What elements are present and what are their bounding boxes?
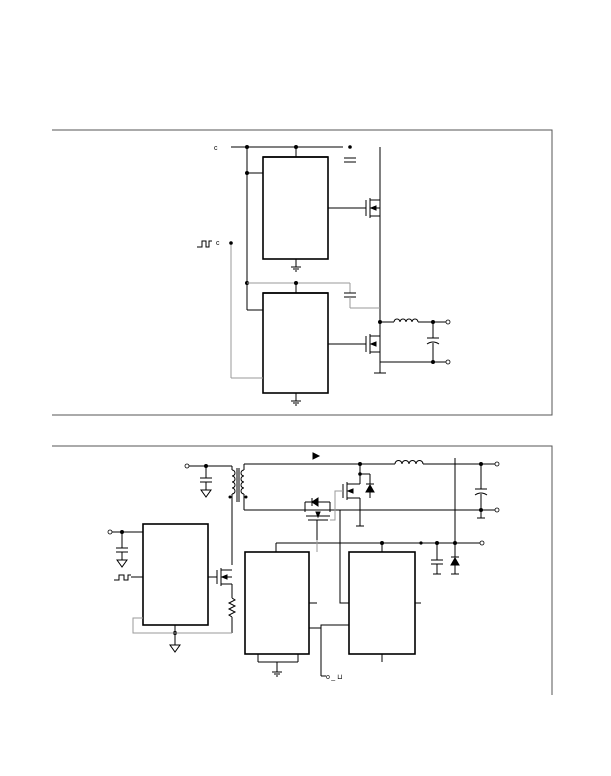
lower-driver-ic (262, 292, 329, 394)
ground-terminal (445, 359, 451, 365)
junction-dot (348, 145, 352, 149)
schottky-diode-icon (365, 483, 375, 493)
top-pwm-input-label: c (216, 240, 220, 247)
output-terminal (445, 319, 451, 325)
wire (132, 617, 229, 634)
wire (330, 490, 343, 521)
figure-top-synchronous-buck: c c (52, 129, 553, 416)
ground-triangle-icon (169, 644, 181, 653)
figure-bottom-isolated-driver: o _ ⊔ (52, 445, 553, 695)
enable-label: o _ ⊔ (326, 674, 343, 681)
zener-diode-icon (450, 556, 460, 566)
sense-resistor (227, 597, 237, 618)
diode-icon (311, 497, 319, 507)
junction-dot (431, 360, 435, 364)
secondary-winding (240, 469, 245, 495)
ground-symbol (291, 400, 301, 406)
output-inductor (393, 318, 419, 323)
pulse-waveform-icon (197, 240, 212, 248)
junction-dot (419, 541, 423, 545)
gate-drive-transformer (228, 468, 248, 502)
primary-switch-mosfet (216, 568, 232, 586)
figure-bottom-frame (52, 445, 553, 695)
output-terminal (494, 461, 500, 467)
polarity-dot (228, 495, 232, 499)
capacitor-plate-curved (474, 492, 488, 496)
vcc-terminal (107, 529, 113, 535)
input-terminal (184, 463, 190, 469)
high-side-mosfet (365, 198, 380, 218)
arrow-icon (312, 452, 321, 460)
capacitor-plate-curved (426, 341, 440, 345)
mosfet-arrow (369, 341, 377, 347)
ground-symbol (272, 671, 282, 677)
top-supply-label: c (214, 145, 218, 152)
mosfet-arrow (315, 511, 321, 519)
ground-triangle-icon (200, 489, 212, 498)
aux-terminal (479, 540, 485, 546)
catch-rectifier-mosfet (304, 497, 331, 540)
pwm-controller-ic (142, 523, 209, 626)
wire (320, 624, 349, 628)
primary-winding (231, 469, 236, 495)
junction-dot (245, 171, 249, 175)
pulse-waveform-icon (114, 574, 131, 581)
wire (339, 510, 349, 604)
ground-triangle-icon (116, 559, 128, 568)
junction-dot (229, 241, 233, 245)
secondary-controller-ic-1 (244, 551, 310, 655)
ground-symbol (291, 266, 301, 272)
return-terminal (494, 507, 500, 513)
output-inductor (394, 460, 424, 465)
secondary-controller-ic-2 (348, 551, 416, 655)
low-side-mosfet (365, 334, 380, 354)
forward-rectifier-mosfet (342, 464, 361, 520)
mosfet-arrow (346, 488, 354, 494)
figure-top-frame (52, 129, 553, 416)
upper-driver-ic (262, 156, 329, 260)
polarity-dot (244, 495, 248, 499)
